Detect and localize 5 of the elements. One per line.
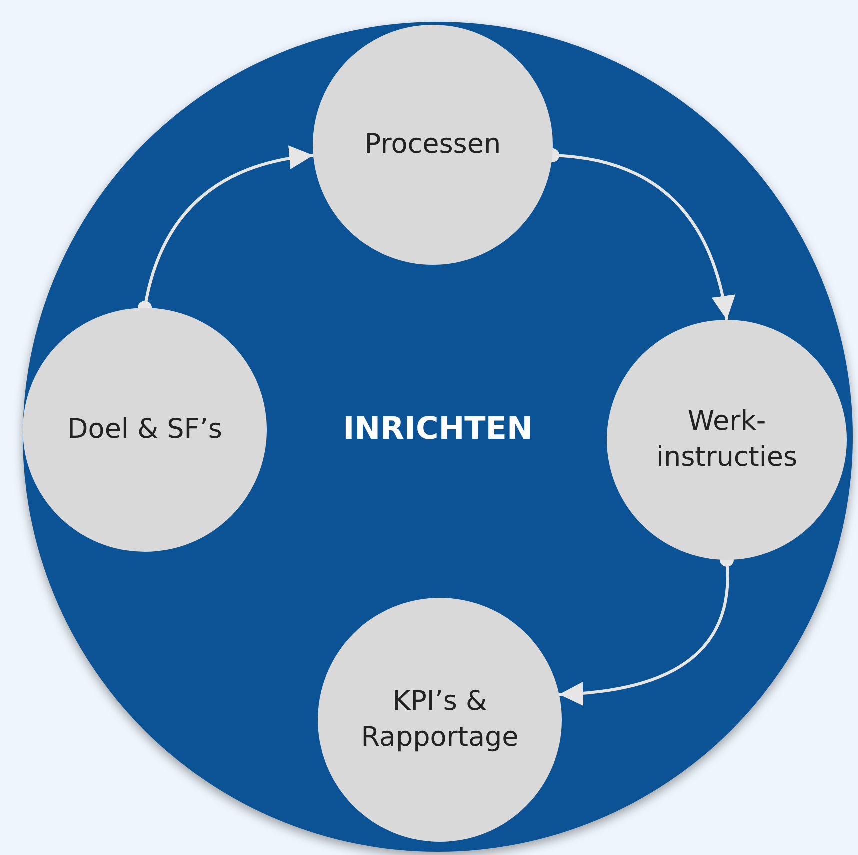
- node-label: Processen: [364, 128, 502, 162]
- node-label: KPI’s & Rapportage: [360, 684, 520, 755]
- node-label: Werk- instructies: [655, 404, 799, 475]
- center-title: INRICHTEN: [343, 411, 533, 447]
- node-label: Doel & SF’s: [68, 412, 222, 447]
